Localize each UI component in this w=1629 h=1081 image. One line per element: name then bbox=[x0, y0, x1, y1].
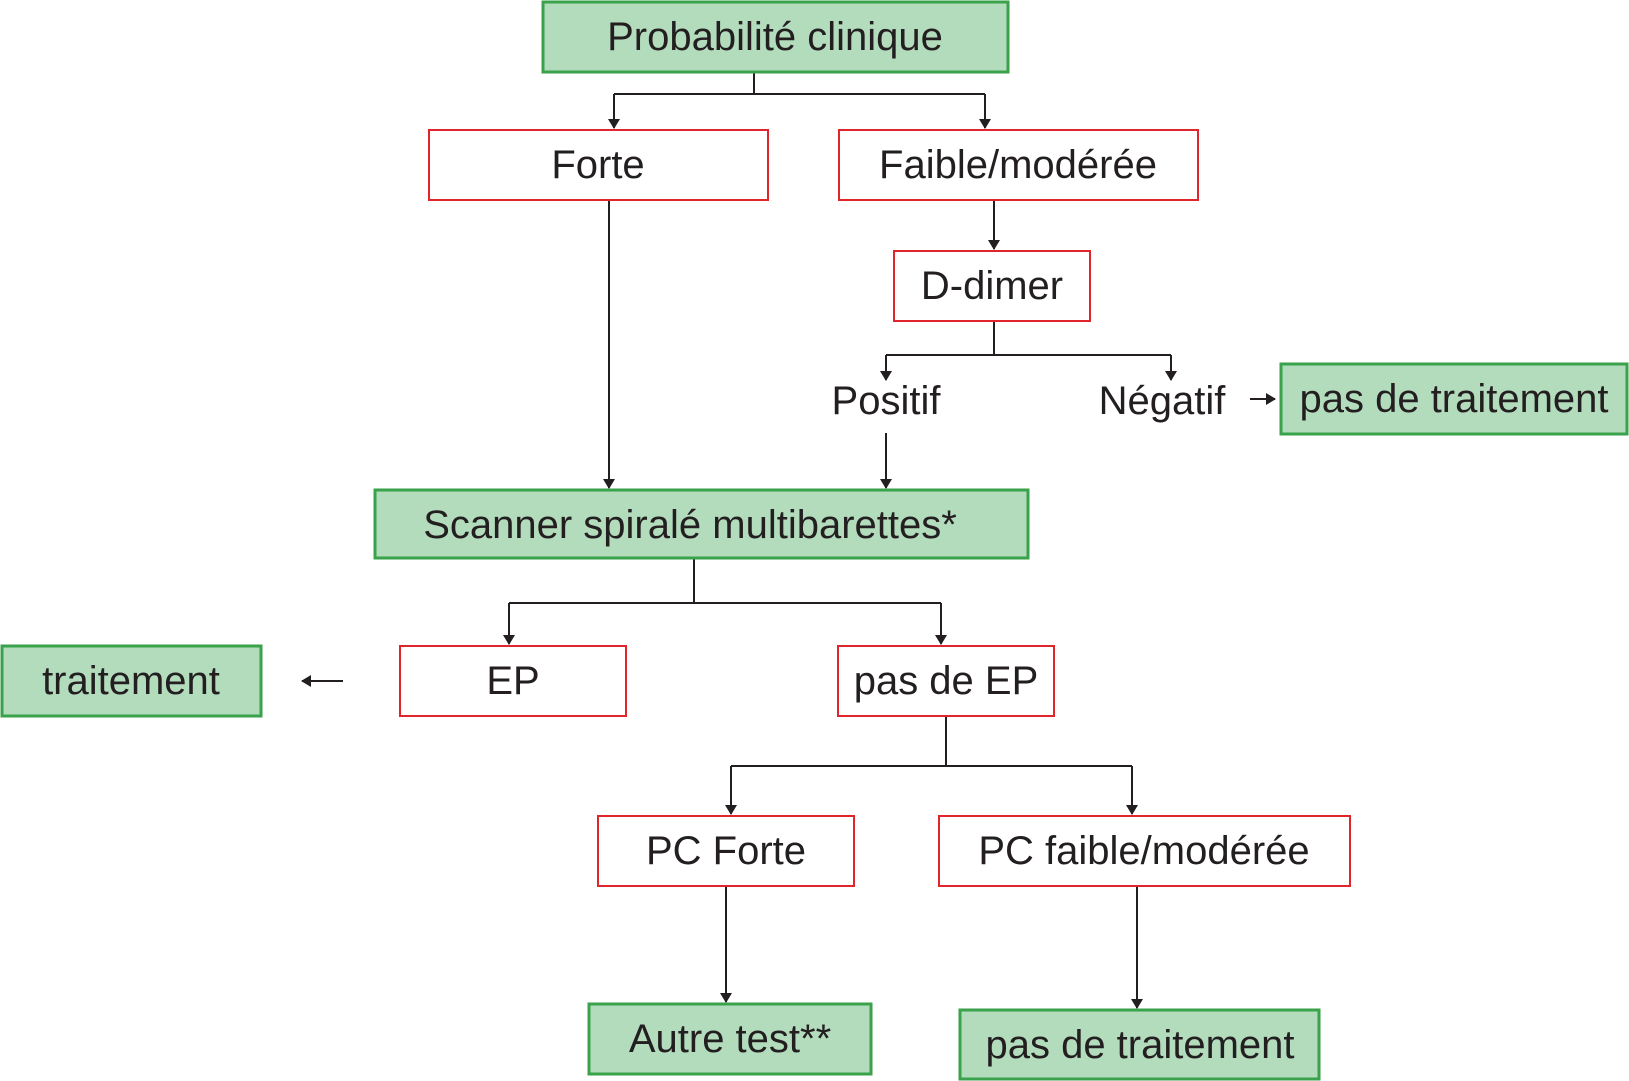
node-strong-label: Forte bbox=[551, 143, 644, 187]
node-pc-strong-label: PC Forte bbox=[646, 829, 806, 873]
node-ct-scan: Scanner spiralé multibarettes* bbox=[373, 488, 1030, 560]
node-treatment: traitement bbox=[0, 644, 263, 718]
label-positive: Positif bbox=[832, 379, 942, 423]
node-pe: EP bbox=[399, 645, 627, 717]
node-no-treatment-bottom-label: pas de traitement bbox=[985, 1023, 1294, 1067]
node-pc-strong: PC Forte bbox=[597, 815, 855, 887]
node-no-treatment-bottom: pas de traitement bbox=[958, 1008, 1321, 1081]
node-other-test-label: Autre test** bbox=[629, 1017, 831, 1061]
node-other-test: Autre test** bbox=[587, 1002, 873, 1076]
node-clinical-probability: Probabilité clinique bbox=[541, 0, 1010, 74]
node-no-pe: pas de EP bbox=[837, 645, 1055, 717]
label-negative: Négatif bbox=[1099, 379, 1227, 423]
node-d-dimer-label: D-dimer bbox=[921, 264, 1063, 308]
node-d-dimer: D-dimer bbox=[893, 250, 1091, 322]
node-strong: Forte bbox=[428, 129, 769, 201]
connectors bbox=[301, 72, 1276, 1009]
node-pe-label: EP bbox=[486, 659, 539, 703]
node-clinical-probability-label: Probabilité clinique bbox=[607, 15, 943, 59]
node-pc-low-moderate-label: PC faible/modérée bbox=[978, 829, 1309, 873]
node-low-moderate-label: Faible/modérée bbox=[879, 143, 1157, 187]
node-treatment-label: traitement bbox=[42, 659, 220, 703]
node-no-treatment-top: pas de traitement bbox=[1279, 362, 1629, 436]
node-ct-scan-label: Scanner spiralé multibarettes* bbox=[423, 503, 957, 547]
node-no-pe-label: pas de EP bbox=[854, 659, 1039, 703]
node-no-treatment-top-label: pas de traitement bbox=[1299, 377, 1608, 421]
node-low-moderate: Faible/modérée bbox=[838, 129, 1199, 201]
node-pc-low-moderate: PC faible/modérée bbox=[938, 815, 1351, 887]
